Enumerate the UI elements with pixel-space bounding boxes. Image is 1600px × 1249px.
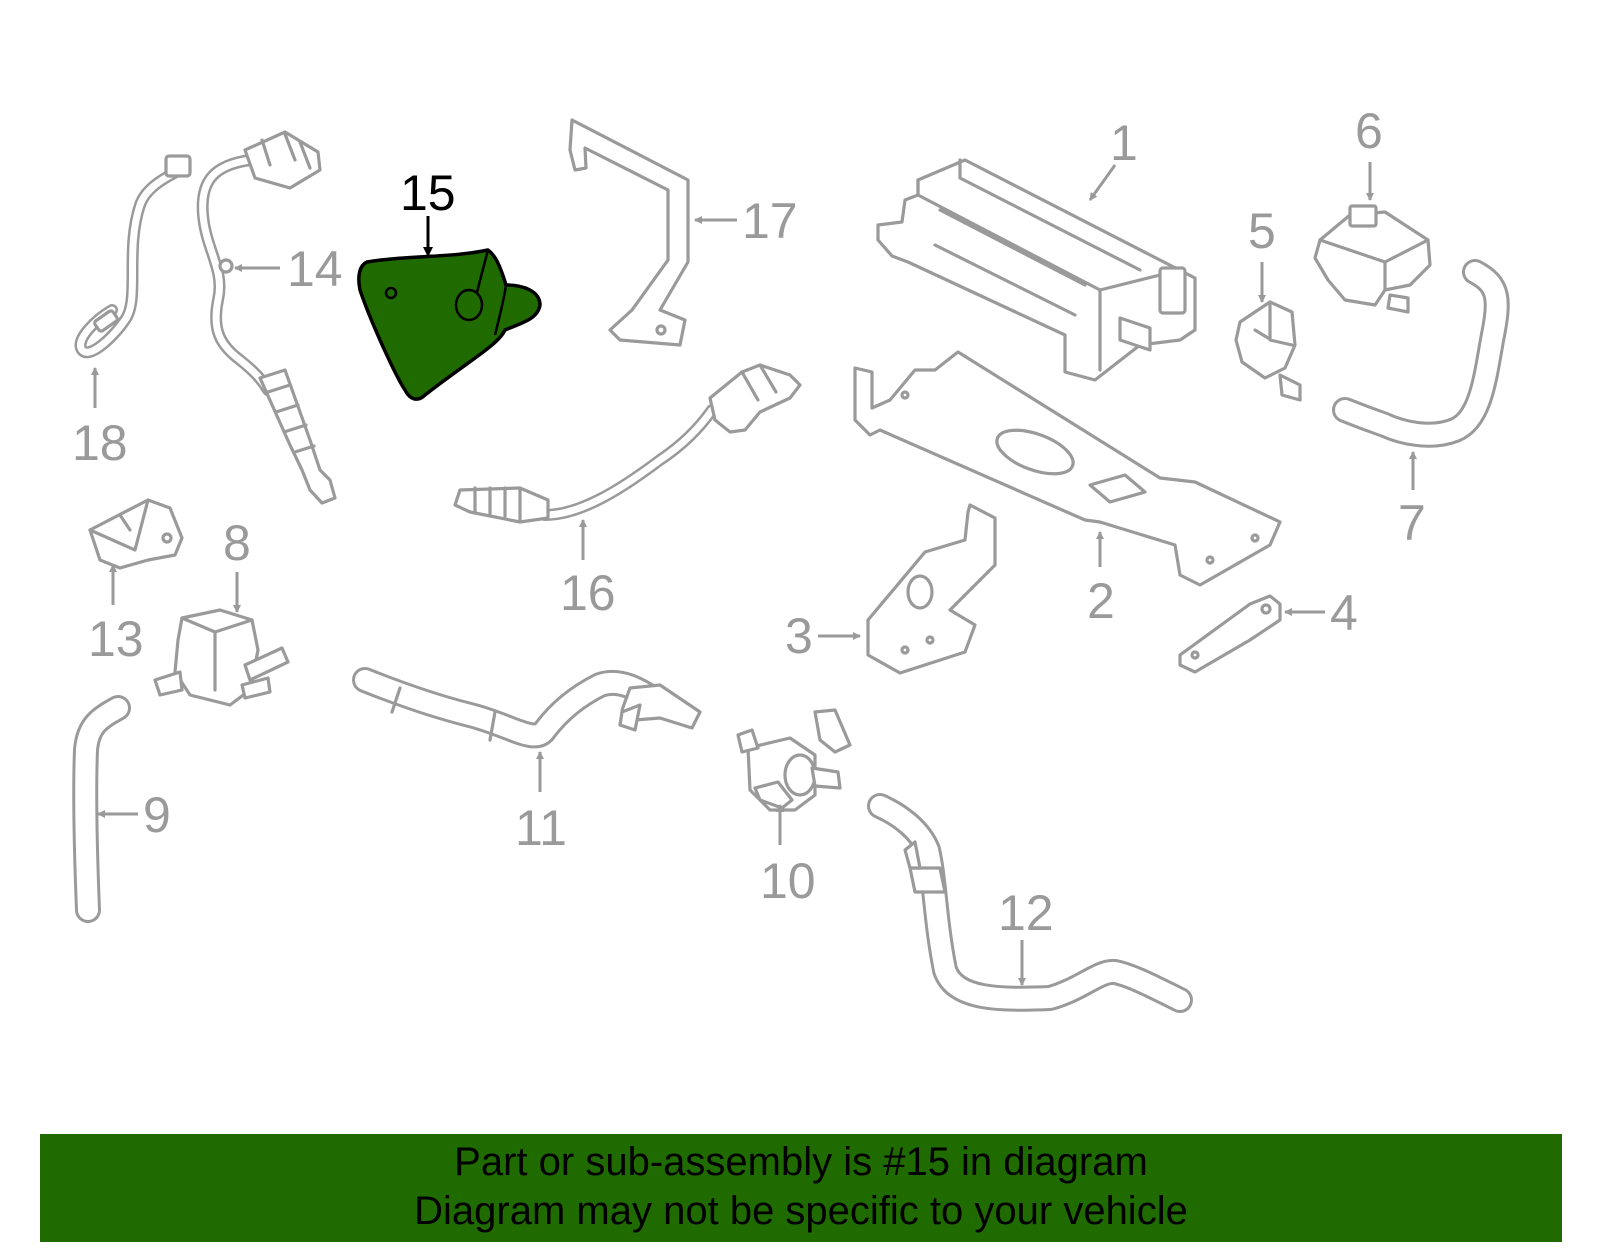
part-17-bracket[interactable] [568,118,690,347]
callout-15-selected: 15 [400,165,456,221]
callout-16: 16 [560,565,616,621]
part-12-hose[interactable] [867,793,1193,1013]
callout-10: 10 [760,853,816,909]
part-5-purge-valve[interactable] [1234,300,1302,402]
leader-lines [91,162,1417,986]
callout-13: 13 [88,611,144,667]
callout-1: 1 [1110,115,1138,171]
part-15-bracket-highlighted[interactable] [357,248,542,401]
callout-8: 8 [223,515,251,571]
part-2-mounting-plate[interactable] [853,350,1282,587]
callout-11: 11 [515,800,567,856]
banner-line-part: Part or sub-assembly is #15 in diagram [454,1140,1148,1184]
part-18-sensor-harness[interactable] [74,154,192,359]
part-7-hose[interactable] [1332,259,1510,448]
part-14-oxygen-sensor[interactable] [196,130,337,505]
part-4-bracket[interactable] [1178,594,1282,674]
callout-4: 4 [1330,585,1358,641]
callout-18: 18 [72,415,128,471]
callout-14: 14 [287,241,343,297]
callout-9: 9 [143,787,171,843]
info-banner: Part or sub-assembly is #15 in diagram D… [40,1134,1562,1242]
part-3-bracket[interactable] [866,503,997,675]
banner-line-disclaimer: Diagram may not be specific to your vehi… [414,1189,1188,1233]
callout-17: 17 [742,193,798,249]
part-11-hose[interactable] [352,667,702,749]
callout-3: 3 [785,608,813,664]
part-10-valve[interactable] [736,708,852,812]
part-16-oxygen-sensor[interactable] [453,363,802,524]
callout-7: 7 [1398,495,1426,551]
callout-12: 12 [998,885,1054,941]
callout-labels: 1 2 3 4 5 6 7 8 9 10 11 12 13 14 15 16 1… [72,103,1426,941]
leader-1 [1088,164,1117,201]
part-9-hose[interactable] [72,695,131,923]
part-13-sensor[interactable] [88,498,184,570]
part-8-valve[interactable] [153,608,290,707]
callout-5: 5 [1248,203,1276,259]
callout-2: 2 [1087,573,1115,629]
callout-6: 6 [1355,103,1383,159]
part-1-canister[interactable] [876,158,1197,382]
part-6-solenoid[interactable] [1313,204,1432,314]
